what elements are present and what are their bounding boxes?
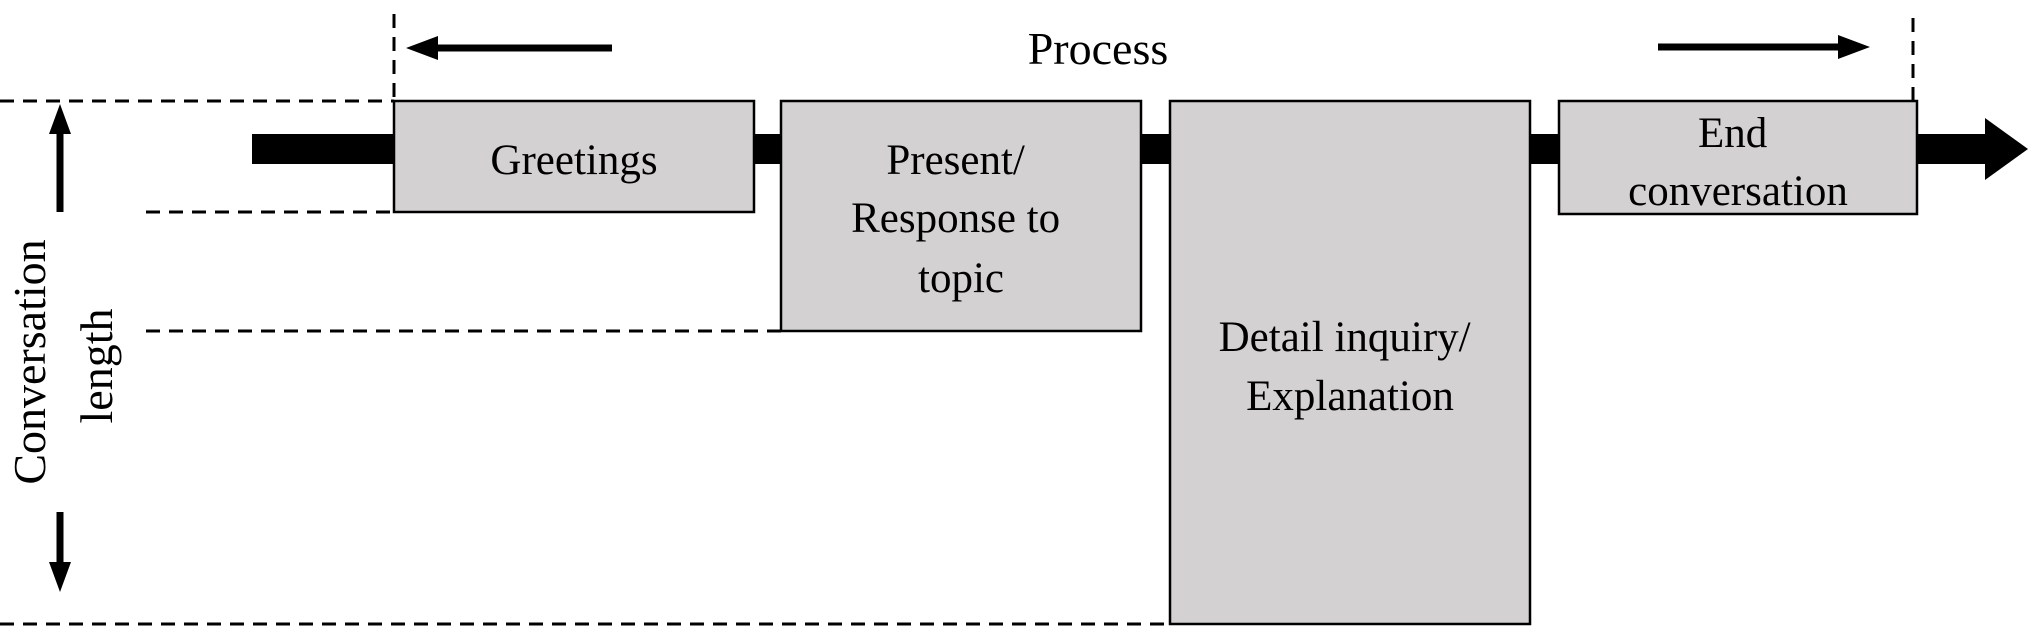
axis-label-line1: Conversation [4,239,55,484]
process-label: Process [1028,23,1169,74]
stage-box-greetings [392,99,756,214]
process-left-arrow [406,36,612,60]
length-up-arrow [49,104,71,212]
stage-label-end-conversation: End conversation [1628,110,1848,215]
process-right-arrow [1658,35,1870,59]
stage-label-present-response: Present/ Response to topic [851,137,1071,302]
stage-box-present-response [779,99,1143,333]
stage-box-end-conversation [1557,99,1919,216]
stage-box-detail-inquiry [1168,99,1532,626]
length-down-arrow [49,512,71,592]
axis-label-line2: length [71,309,122,424]
timeline-arrowhead [1985,118,2028,180]
stage-label-detail-inquiry: Detail inquiry/ Explanation [1219,314,1482,420]
stage-label-greetings: Greetings [490,137,657,184]
